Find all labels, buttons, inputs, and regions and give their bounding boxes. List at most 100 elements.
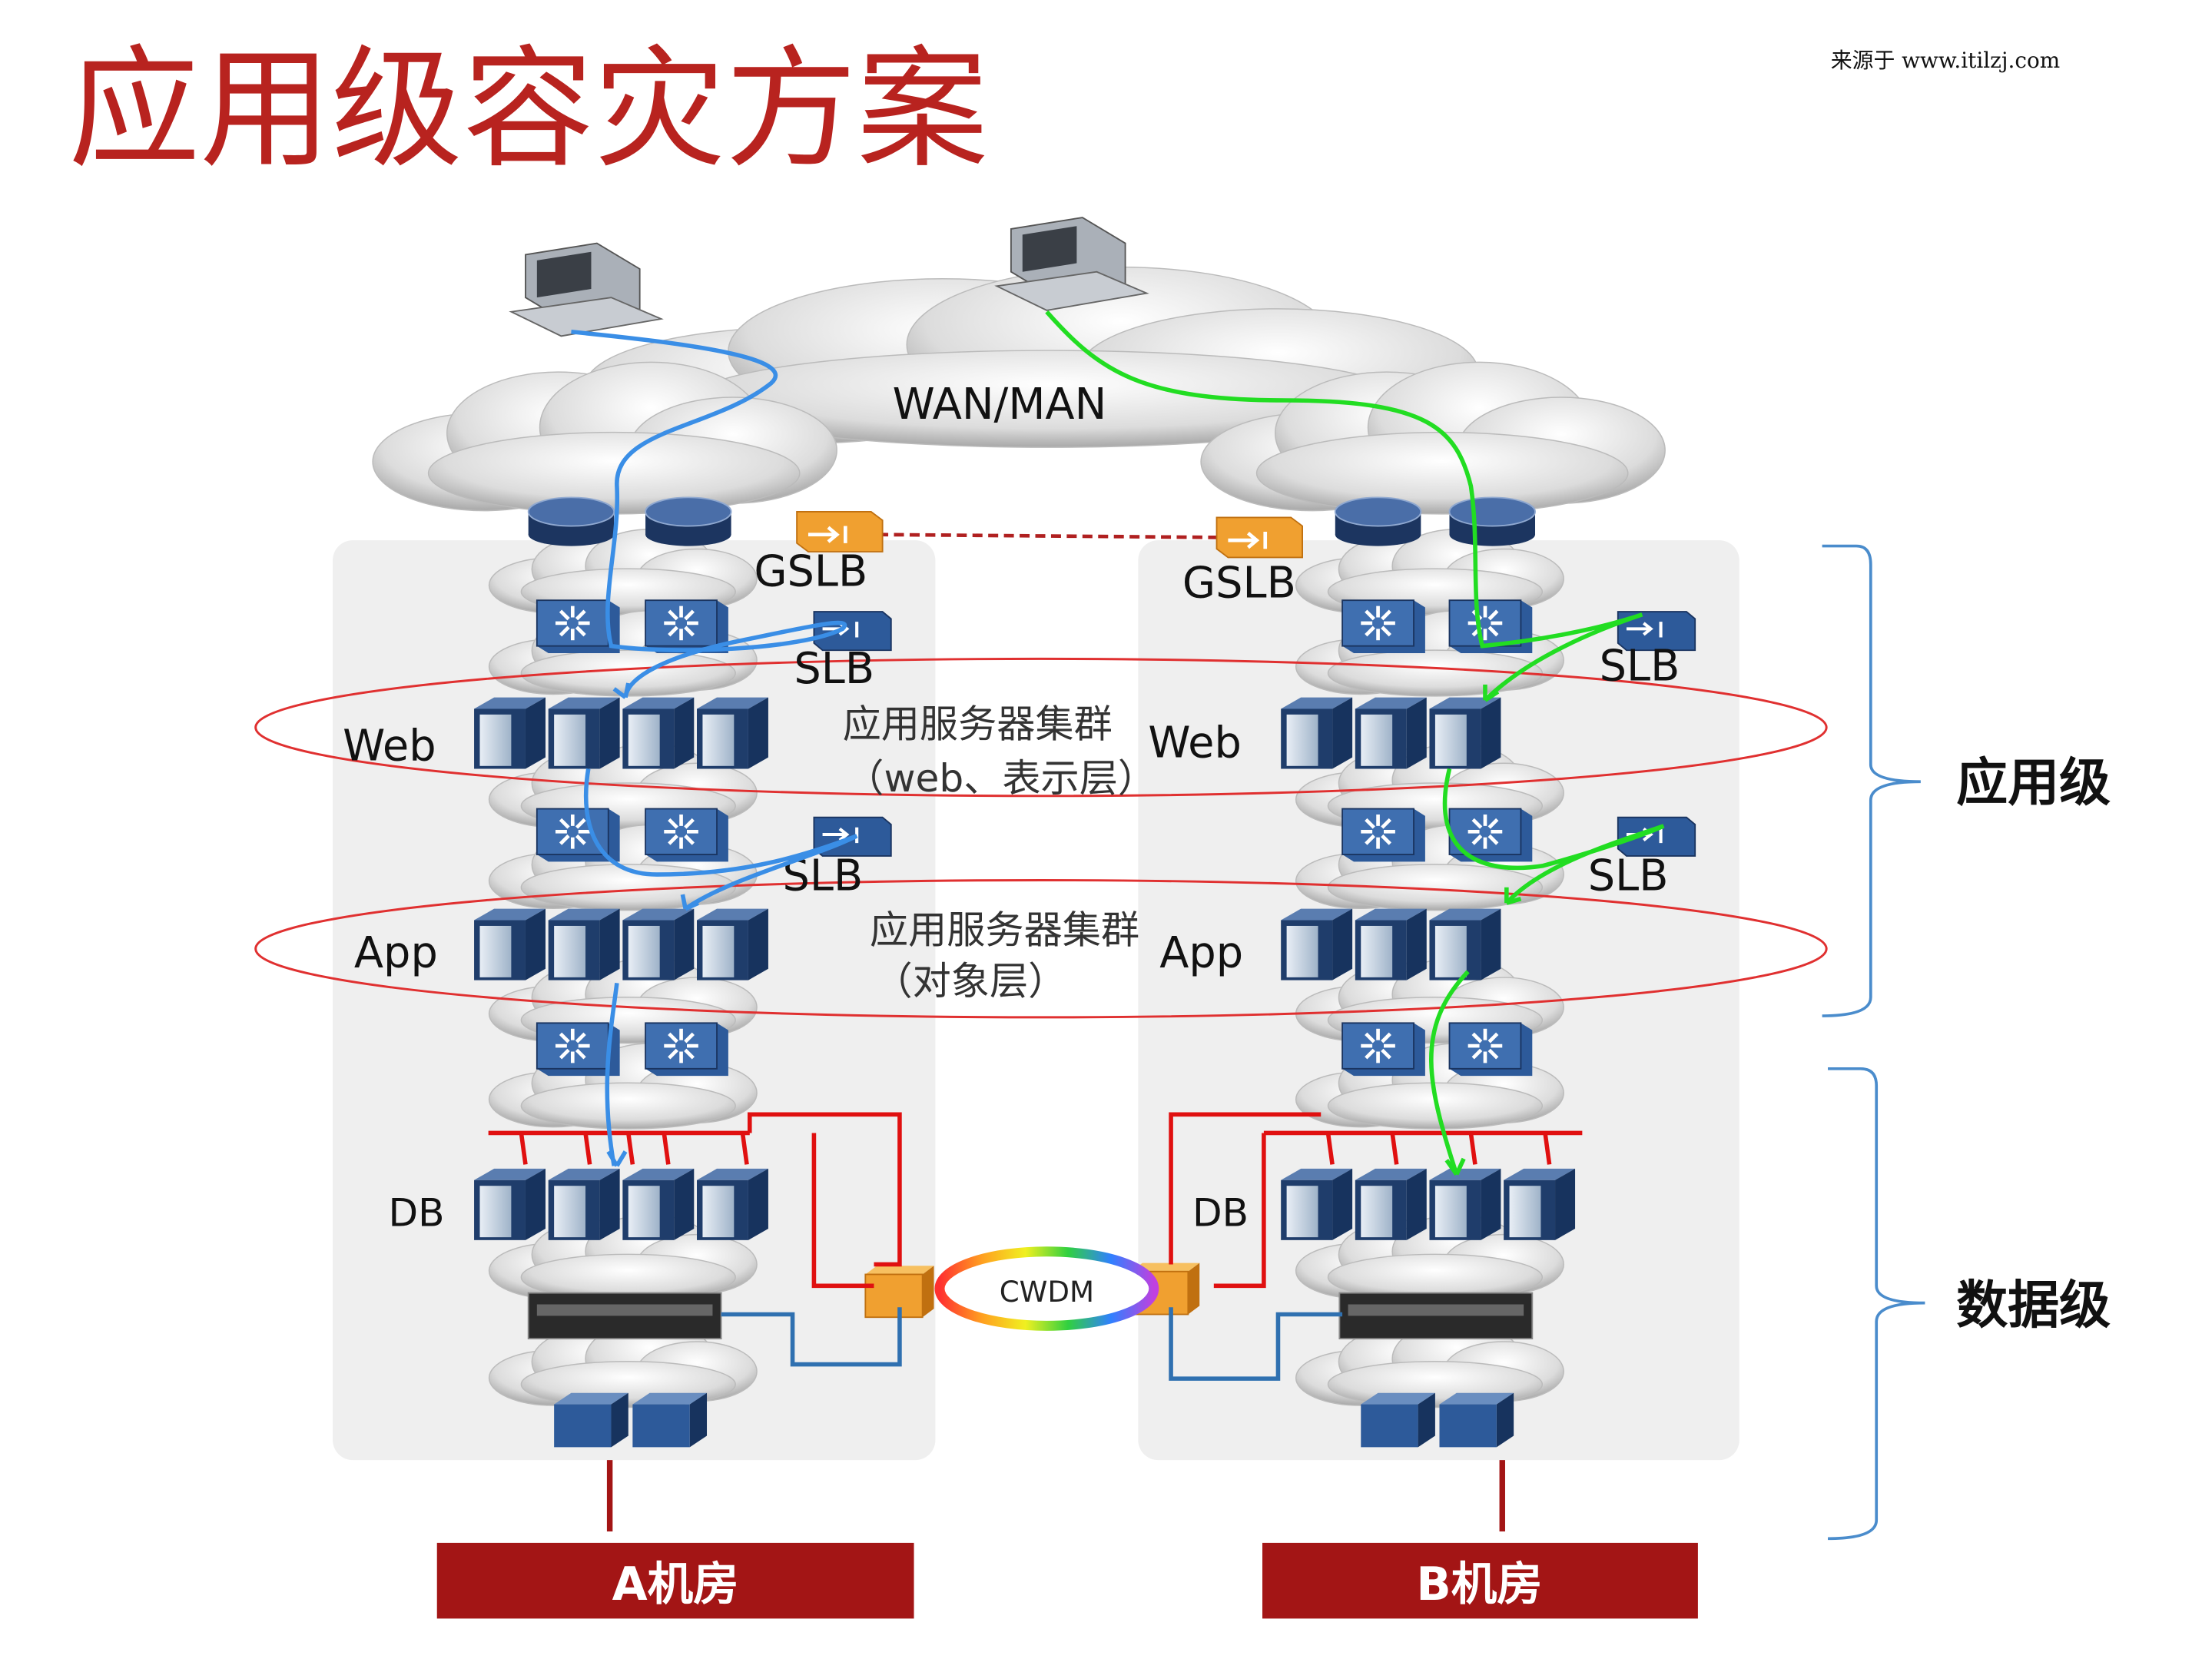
site-a-web-label: Web: [343, 721, 436, 771]
db-link-tick: [662, 1133, 671, 1165]
server-icon: [697, 1168, 768, 1240]
site-a-db-label: DB: [389, 1190, 445, 1235]
switch-icon: [645, 808, 728, 862]
server-icon: [548, 1168, 620, 1240]
client-computer-b: [994, 217, 1149, 311]
db-wiring: [488, 1112, 1583, 1381]
server-icon: [1281, 908, 1353, 980]
server-icon: [622, 908, 695, 980]
router-icon: [645, 496, 732, 546]
switch-icon: [536, 808, 620, 862]
raid-disk-icon: [1439, 1392, 1514, 1448]
switch-icon: [1341, 808, 1425, 862]
cwdm-label: CWDM: [1000, 1275, 1094, 1309]
site-b-traffic-path: [1045, 310, 1665, 1176]
site-a-slb-web-label: SLB: [794, 644, 874, 694]
data-level-label: 数据级: [1956, 1276, 2111, 1335]
room-b-label: B机房: [1416, 1558, 1542, 1611]
slb-icon: [1617, 816, 1696, 857]
db-link-tick: [1390, 1133, 1399, 1165]
db-link-tick: [583, 1133, 592, 1165]
switch-icon: [645, 599, 728, 653]
server-icon: [1429, 697, 1501, 769]
gslb-icon: [1215, 516, 1303, 559]
site-a-app-label: App: [354, 928, 438, 978]
server-icon: [1429, 908, 1501, 980]
raid-disk-icon: [1361, 1392, 1435, 1448]
cwdm-multiplexer-icon: [864, 1266, 934, 1319]
site-b-arrowheads: [1444, 684, 1522, 1176]
server-icon: [548, 697, 620, 769]
server-icon: [1355, 908, 1427, 980]
server-icon: [1504, 1168, 1576, 1240]
room-a-box: [436, 1542, 914, 1619]
db-link-tick: [1325, 1133, 1335, 1165]
gslb-icon: [796, 511, 884, 552]
server-icon: [1281, 1168, 1353, 1240]
room-a-label: A机房: [612, 1558, 739, 1611]
raid-disk-icon: [632, 1392, 708, 1448]
db-link-tick: [1468, 1133, 1477, 1165]
site-a-gslb-label: GSLB: [754, 547, 867, 597]
server-icon: [697, 908, 768, 980]
client-computer-a: [509, 242, 664, 337]
site-b-gslb-label: GSLB: [1182, 558, 1296, 608]
server-icon: [1429, 1168, 1501, 1240]
server-icon: [697, 697, 768, 769]
router-icon: [527, 496, 615, 546]
app-cluster-subtitle: （对象层）: [874, 958, 1066, 1004]
web-cluster-subtitle: （web、表示层）: [845, 755, 1156, 801]
switch-icon: [1448, 599, 1533, 653]
db-link-tick: [740, 1133, 749, 1165]
storage-array-icon: [1338, 1292, 1534, 1340]
site-b-slb-web-label: SLB: [1600, 641, 1680, 691]
site-b-app-label: App: [1159, 928, 1243, 978]
server-icon: [1281, 697, 1353, 769]
server-icon: [548, 908, 620, 980]
gslb-link: [878, 533, 1222, 539]
db-link-tick: [519, 1133, 528, 1165]
page-title: 应用级容灾方案: [68, 33, 988, 186]
server-icon: [1355, 1168, 1427, 1240]
room-b-box: [1262, 1542, 1698, 1619]
storage-array-icon: [527, 1292, 722, 1340]
switch-icon: [645, 1022, 728, 1077]
switch-icon: [536, 599, 620, 653]
server-icon: [474, 908, 546, 980]
router-icon: [1334, 496, 1422, 546]
web-tier-ellipse: [254, 657, 1828, 798]
switch-icon: [536, 1022, 620, 1077]
devices: [474, 217, 1696, 1448]
wan-label: WAN/MAN: [893, 380, 1107, 430]
raid-disk-icon: [554, 1392, 628, 1448]
switch-icon: [1448, 1022, 1533, 1077]
data-level-brace: [1828, 1067, 1925, 1541]
db-link-tick: [1543, 1133, 1552, 1165]
server-icon: [1355, 697, 1427, 769]
cwdm-ring: [934, 1246, 1159, 1331]
site-b-edge-cloud: [1200, 361, 1666, 515]
application-level-brace: [1822, 544, 1921, 1017]
small-cloud: [488, 1321, 758, 1408]
server-icon: [622, 697, 695, 769]
switch-icon: [1341, 599, 1425, 653]
switch-icon: [1448, 808, 1533, 862]
router-icon: [1448, 496, 1536, 546]
server-icon: [474, 1168, 546, 1240]
site-b-web-label: Web: [1148, 718, 1242, 768]
slb-icon: [1617, 611, 1696, 652]
site-a-arrowheads: [606, 682, 699, 1167]
server-icon: [474, 697, 546, 769]
server-icon: [622, 1168, 695, 1240]
application-level-label: 应用级: [1956, 752, 2111, 812]
source-note: 来源于 www.itilzj.com: [1831, 48, 2060, 73]
site-b-slb-app-label: SLB: [1588, 851, 1669, 901]
db-link-tick: [626, 1133, 635, 1165]
app-cluster-title: 应用服务器集群: [870, 907, 1139, 952]
web-cluster-title: 应用服务器集群: [843, 702, 1113, 747]
site-a-edge-cloud: [372, 361, 837, 515]
site-b-db-label: DB: [1192, 1190, 1249, 1235]
app-tier-ellipse: [254, 878, 1828, 1019]
switch-icon: [1341, 1022, 1425, 1077]
